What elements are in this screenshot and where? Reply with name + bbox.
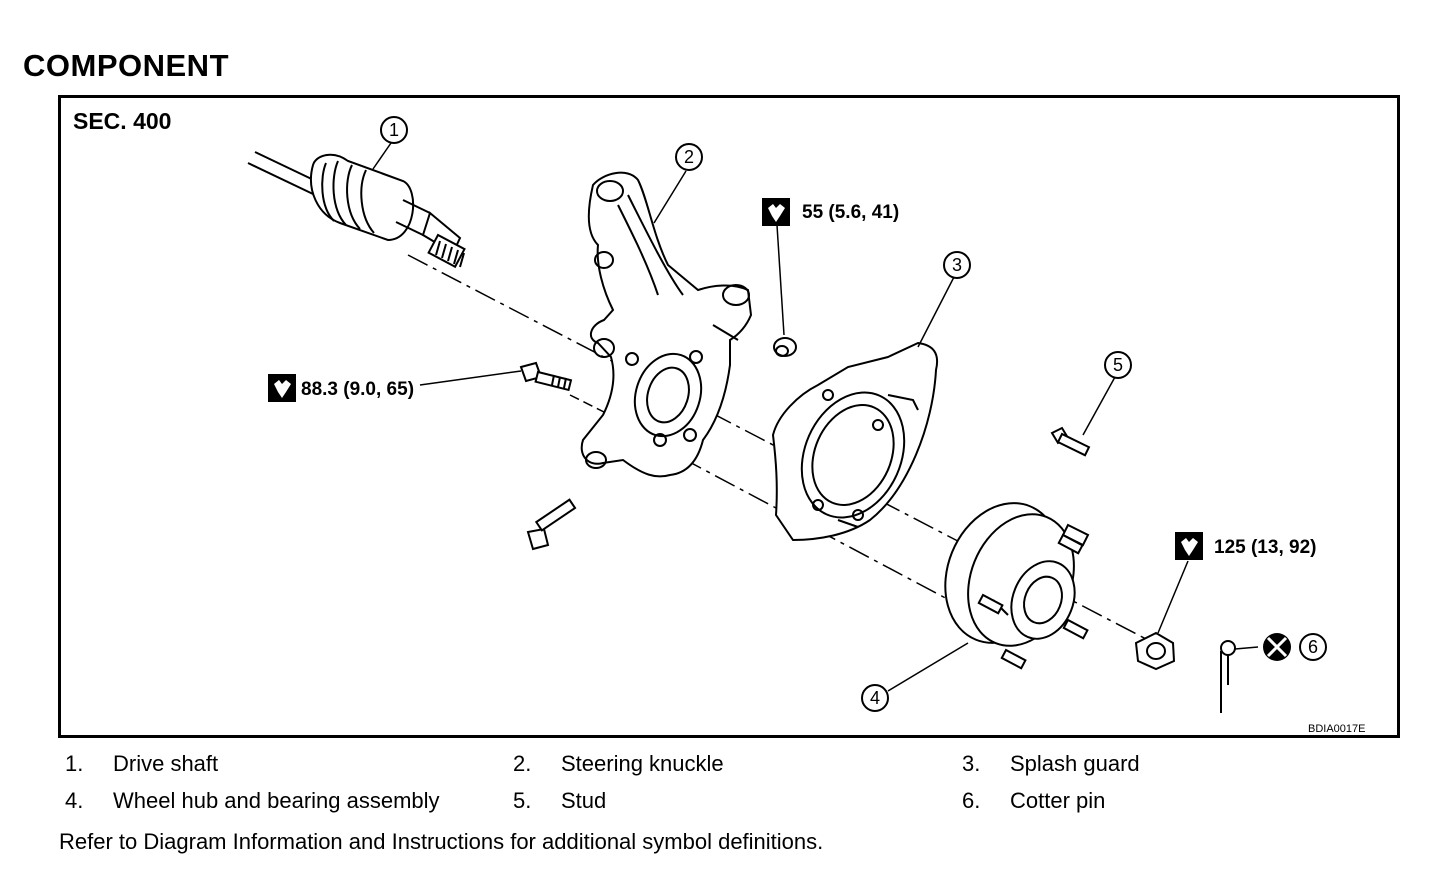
- legend-label: Drive shaft: [113, 751, 219, 776]
- torque-spec-125: 125 (13, 92): [1214, 537, 1316, 558]
- steering-knuckle: [580, 171, 753, 478]
- callout-2: [675, 143, 703, 171]
- callout-label-1: 1: [389, 120, 399, 140]
- knuckle-nut: [773, 337, 797, 357]
- callout-5: [1104, 351, 1132, 379]
- leader-125: [1157, 560, 1189, 634]
- section-label: SEC. 400: [73, 108, 172, 134]
- leader-1: [372, 142, 392, 170]
- callout-3: [943, 251, 971, 279]
- callout-label-2: 2: [684, 147, 694, 167]
- leader-4: [887, 642, 969, 692]
- legend-label: Cotter pin: [1010, 788, 1106, 813]
- do-not-reuse-icon: [1263, 633, 1291, 661]
- callout-label-3: 3: [952, 255, 962, 275]
- legend-num: 6.: [962, 788, 981, 813]
- diagram-frame: [58, 95, 1400, 738]
- legend-num: 5.: [513, 788, 532, 813]
- knuckle-bolt-upper: [519, 361, 573, 392]
- axis-line-bolt: [569, 394, 611, 416]
- callout-label-4: 4: [870, 688, 880, 708]
- callout-4: [861, 684, 889, 712]
- legend-num: 3.: [962, 751, 981, 776]
- leader-2: [653, 170, 687, 224]
- figure-code: BDIA0017E: [1308, 723, 1365, 735]
- legend-label: Wheel hub and bearing assembly: [113, 788, 440, 813]
- legend-label: Stud: [561, 788, 607, 813]
- callout-6: [1299, 633, 1327, 661]
- callout-1: [380, 116, 408, 144]
- footnote: Refer to Diagram Information and Instruc…: [59, 829, 824, 854]
- cotter-pin: [1220, 640, 1259, 713]
- leader-5: [1082, 376, 1116, 436]
- legend-num: 2.: [513, 751, 532, 776]
- leader-55: [776, 224, 785, 336]
- legend-label: Splash guard: [1010, 751, 1140, 776]
- wheel-hub-bearing: [944, 502, 1090, 670]
- exploded-diagram: 1 2 3 4 5 6 55 (5.6, 41) 88.3 (9.0, 65) …: [247, 116, 1365, 735]
- callout-label-5: 5: [1113, 355, 1123, 375]
- page-title: COMPONENT: [23, 48, 229, 83]
- splash-guard: [771, 341, 938, 542]
- legend-label: Steering knuckle: [561, 751, 724, 776]
- torque-spec-55: 55 (5.6, 41): [802, 202, 899, 223]
- hub-stud: [1050, 426, 1091, 457]
- legend-num: 1.: [65, 751, 84, 776]
- drive-shaft: [247, 151, 466, 269]
- leader-88: [419, 370, 522, 386]
- hub-nut: [1134, 631, 1176, 671]
- torque-spec-88: 88.3 (9.0, 65): [301, 379, 414, 400]
- callout-circles: [380, 116, 1327, 712]
- callout-label-6: 6: [1308, 637, 1318, 657]
- knuckle-bolt-lower: [526, 498, 577, 551]
- leader-3: [917, 276, 955, 348]
- legend-num: 4.: [65, 788, 84, 813]
